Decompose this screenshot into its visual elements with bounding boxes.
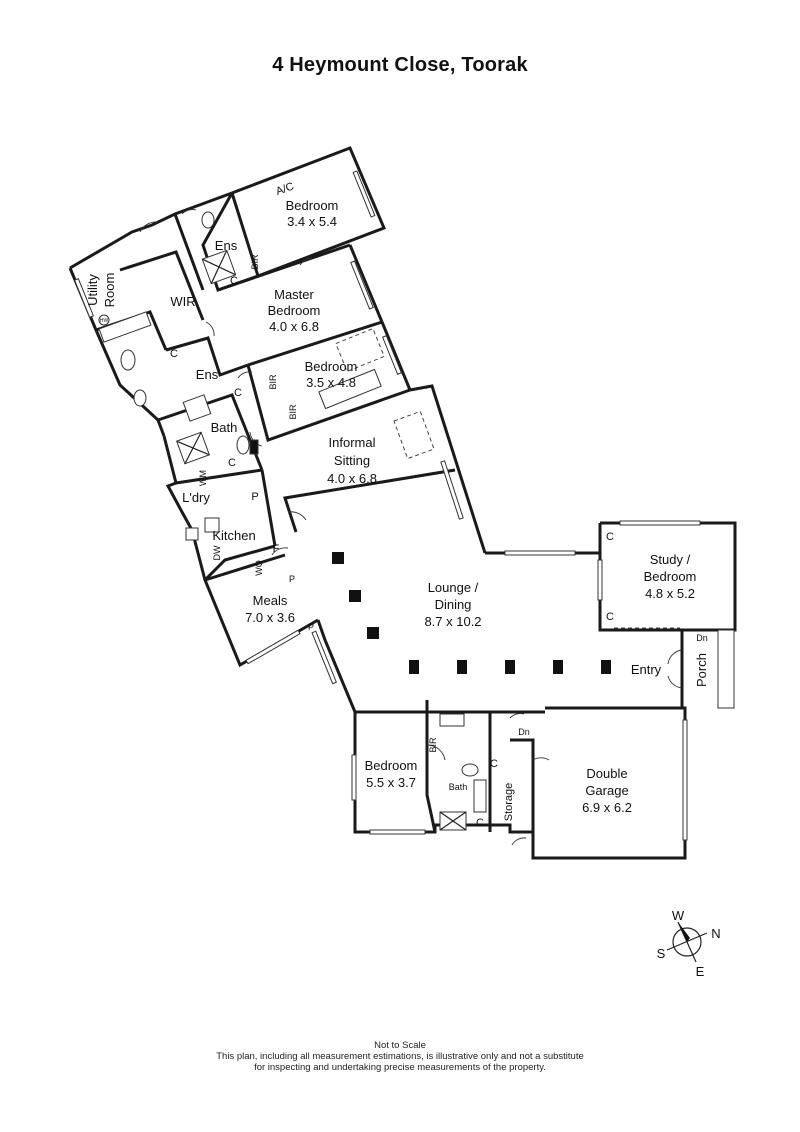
ac-mark: A/C	[274, 180, 295, 198]
c-mark-4: C	[228, 457, 236, 469]
meals-name: Meals	[253, 593, 288, 608]
bedroom-top-size: 3.4 x 5.4	[287, 214, 337, 229]
disclaimer-line-2: This plan, including all measurement est…	[216, 1051, 584, 1062]
page-title: 4 Heymount Close, Toorak	[272, 54, 528, 76]
bir-mark-mid-2: BIR	[288, 404, 298, 420]
lounge-name-2: Dining	[435, 597, 472, 612]
ens-top-label: Ens	[215, 238, 238, 253]
bedroom-bottom-size: 5.5 x 3.7	[366, 775, 416, 790]
meals-size: 7.0 x 3.6	[245, 610, 295, 625]
compass-e: E	[696, 964, 705, 979]
lounge-size: 8.7 x 10.2	[424, 614, 481, 629]
compass-w: W	[672, 908, 685, 923]
room-labels: Bedroom 3.4 x 5.4 Master Bedroom 4.0 x 6…	[85, 198, 709, 821]
c-mark-2: C	[170, 348, 178, 360]
garage-name-2: Garage	[585, 783, 628, 798]
c-mark-3: C	[234, 387, 242, 399]
p-mark-3: P	[308, 622, 314, 632]
disclaimer-line-1: Not to Scale	[374, 1040, 426, 1051]
bedroom-top-name: Bedroom	[286, 198, 339, 213]
master-name-2: Bedroom	[268, 303, 321, 318]
disclaimer-line-3: for inspecting and undertaking precise m…	[254, 1062, 546, 1073]
c-mark-8: C	[476, 817, 484, 829]
bedroom-bottom-name: Bedroom	[365, 758, 418, 773]
fixtures	[98, 211, 487, 831]
lounge-name-1: Lounge /	[428, 580, 479, 595]
p-mark-1: P	[251, 491, 258, 503]
ldry-label: L'dry	[182, 490, 210, 505]
columns	[332, 552, 611, 674]
porch-label: Porch	[694, 653, 709, 687]
windows	[74, 170, 735, 841]
study-size: 4.8 x 5.2	[645, 586, 695, 601]
storage-label: Storage	[503, 783, 515, 822]
utility-name-1: Utility	[85, 274, 100, 306]
compass-n: N	[711, 926, 720, 941]
bedroom-mid-name: Bedroom	[305, 359, 358, 374]
exterior-walls	[68, 146, 737, 860]
bath-mid-label: Bath	[211, 420, 238, 435]
dn-mark-porch: Dn	[696, 633, 708, 643]
kitchen-label: Kitchen	[212, 528, 255, 543]
bir-mark-top: BIR	[250, 254, 260, 270]
bir-mark-mid-1: BIR	[268, 374, 278, 390]
fixture-marks: A/C BIR BIR BIR BIR C C C C C C C C P P …	[98, 180, 708, 829]
p-mark-2: P	[289, 574, 295, 584]
master-size: 4.0 x 6.8	[269, 319, 319, 334]
bir-mark-bottom: BIR	[428, 737, 438, 753]
bedroom-mid-size: 3.5 x 4.8	[306, 375, 356, 390]
ens-mid-label: Ens	[196, 367, 219, 382]
disclaimer: Not to Scale This plan, including all me…	[150, 1040, 650, 1073]
hw-mark: HW	[100, 318, 109, 324]
c-mark-5: C	[606, 531, 614, 543]
c-mark-6: C	[606, 611, 614, 623]
dw-mark: DW	[212, 545, 222, 560]
wo-mark: WO	[254, 560, 264, 576]
garage-size: 6.9 x 6.2	[582, 800, 632, 815]
interior-walls	[95, 192, 545, 833]
utility-name-2: Room	[102, 273, 117, 308]
informal-name-2: Sitting	[334, 453, 370, 468]
study-name-1: Study /	[650, 552, 691, 567]
f-mark: F	[273, 543, 280, 555]
wir-label: WIR	[170, 294, 195, 309]
c-mark-1: C	[230, 275, 238, 287]
garage-name-1: Double	[586, 766, 627, 781]
informal-name-1: Informal	[329, 435, 376, 450]
doors	[139, 209, 683, 846]
c-mark-7: C	[490, 758, 498, 770]
informal-size: 4.0 x 6.8	[327, 471, 377, 486]
compass-s: S	[657, 946, 666, 961]
master-name-1: Master	[274, 287, 314, 302]
dn-mark-garage: Dn	[518, 727, 530, 737]
study-name-2: Bedroom	[644, 569, 697, 584]
wm-mark: WM	[198, 470, 208, 486]
entry-label: Entry	[631, 662, 662, 677]
bath-small-label: Bath	[449, 782, 468, 792]
compass: W N S E	[657, 908, 721, 979]
